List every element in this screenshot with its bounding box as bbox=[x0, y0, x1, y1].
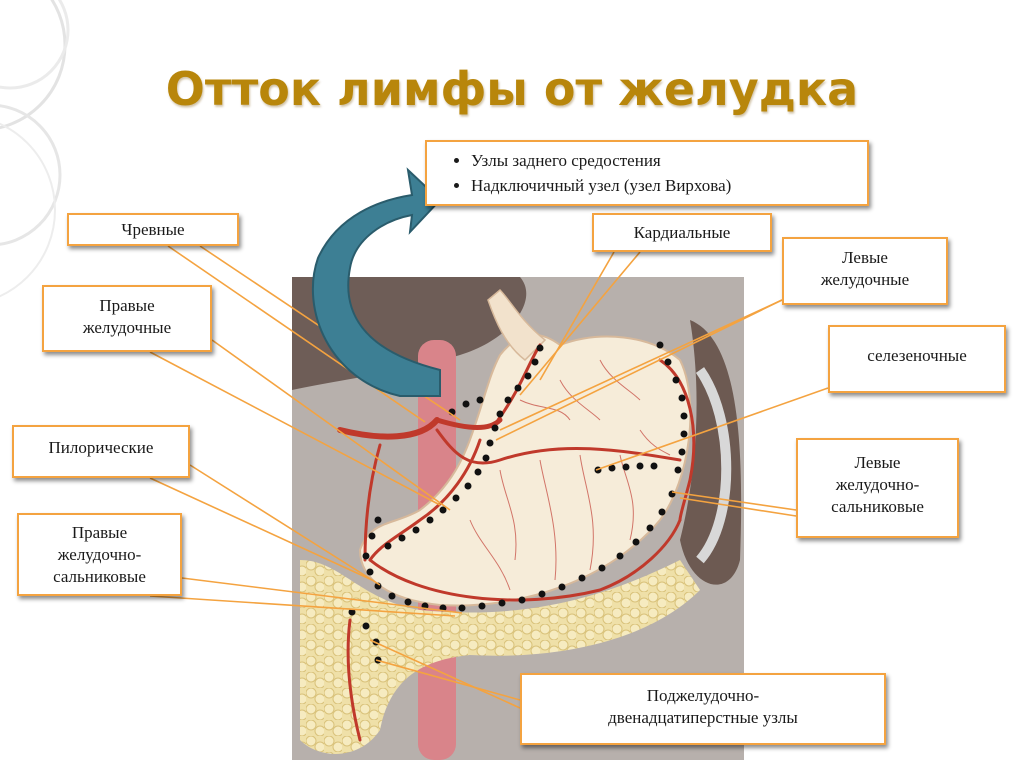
leader-piloricheskie-2 bbox=[149, 477, 373, 581]
label-selezenochnye: селезеночные bbox=[828, 325, 1006, 393]
leader-levye-zh-salnikovye bbox=[671, 491, 797, 511]
ring-2 bbox=[0, 0, 70, 90]
leader-podzheludochno bbox=[375, 659, 521, 701]
leader-podzheludochno-2 bbox=[369, 639, 521, 709]
label-pravye-zheludochnye: Правые желудочные bbox=[42, 285, 212, 352]
spleen bbox=[680, 320, 742, 585]
label-chrevnye: Чревные bbox=[67, 213, 239, 246]
list-item: Надключичный узел (узел Вирхова) bbox=[471, 173, 857, 198]
colon-band bbox=[695, 367, 732, 564]
label-levye-zheludochnye: Левые желудочные bbox=[782, 237, 948, 305]
leader-pravye-zh-salnikovye-2 bbox=[149, 595, 456, 617]
leader-pravye-zheludochnye bbox=[211, 339, 451, 511]
dots-greater-curvature bbox=[362, 490, 676, 612]
pancreas bbox=[300, 560, 700, 754]
dots-lesser-curvature bbox=[384, 344, 544, 550]
dots-fundus bbox=[656, 341, 688, 474]
leader-kardialnye-2 bbox=[519, 251, 641, 396]
leader-selezenochnye bbox=[595, 387, 829, 471]
label-kardialnye: Кардиальные bbox=[592, 213, 772, 252]
slide-title: Отток лимфы от желудка bbox=[165, 62, 859, 116]
leader-pravye-zh-salnikovye bbox=[181, 577, 463, 614]
esophagus bbox=[487, 288, 547, 361]
list-item: Узлы заднего средостения bbox=[471, 148, 857, 173]
distant-nodes-box: Узлы заднего средостения Надключичный уз… bbox=[425, 140, 869, 206]
ring-3 bbox=[0, 104, 62, 246]
label-podzheludochno-dvenadtsatiperstnye: Поджелудочно- двенадцатиперстные узлы bbox=[520, 673, 886, 745]
lymph-node-dots bbox=[348, 341, 688, 664]
leader-levye-zheludochnye bbox=[499, 299, 783, 431]
leader-levye-zh-salnikovye-2 bbox=[679, 497, 797, 517]
leader-levye-zheludochnye-2 bbox=[495, 299, 783, 441]
leader-kardialnye bbox=[539, 251, 615, 381]
ring-4 bbox=[0, 122, 56, 298]
distant-nodes-list: Узлы заднего средостения Надключичный уз… bbox=[445, 148, 857, 198]
label-levye-zheludochno-salnikovye: Левые желудочно- сальниковые bbox=[796, 438, 959, 538]
label-piloricheskie: Пилорические bbox=[12, 425, 190, 478]
leader-pravye-zheludochnye-2 bbox=[149, 351, 441, 506]
label-pravye-zheludochno-salnikovye: Правые желудочно- сальниковые bbox=[17, 513, 182, 596]
leader-piloricheskie bbox=[189, 464, 381, 586]
leader-chrevnye bbox=[167, 245, 426, 423]
vessels bbox=[337, 343, 696, 742]
curved-arrow bbox=[311, 167, 442, 397]
dots-celiac bbox=[448, 396, 484, 416]
